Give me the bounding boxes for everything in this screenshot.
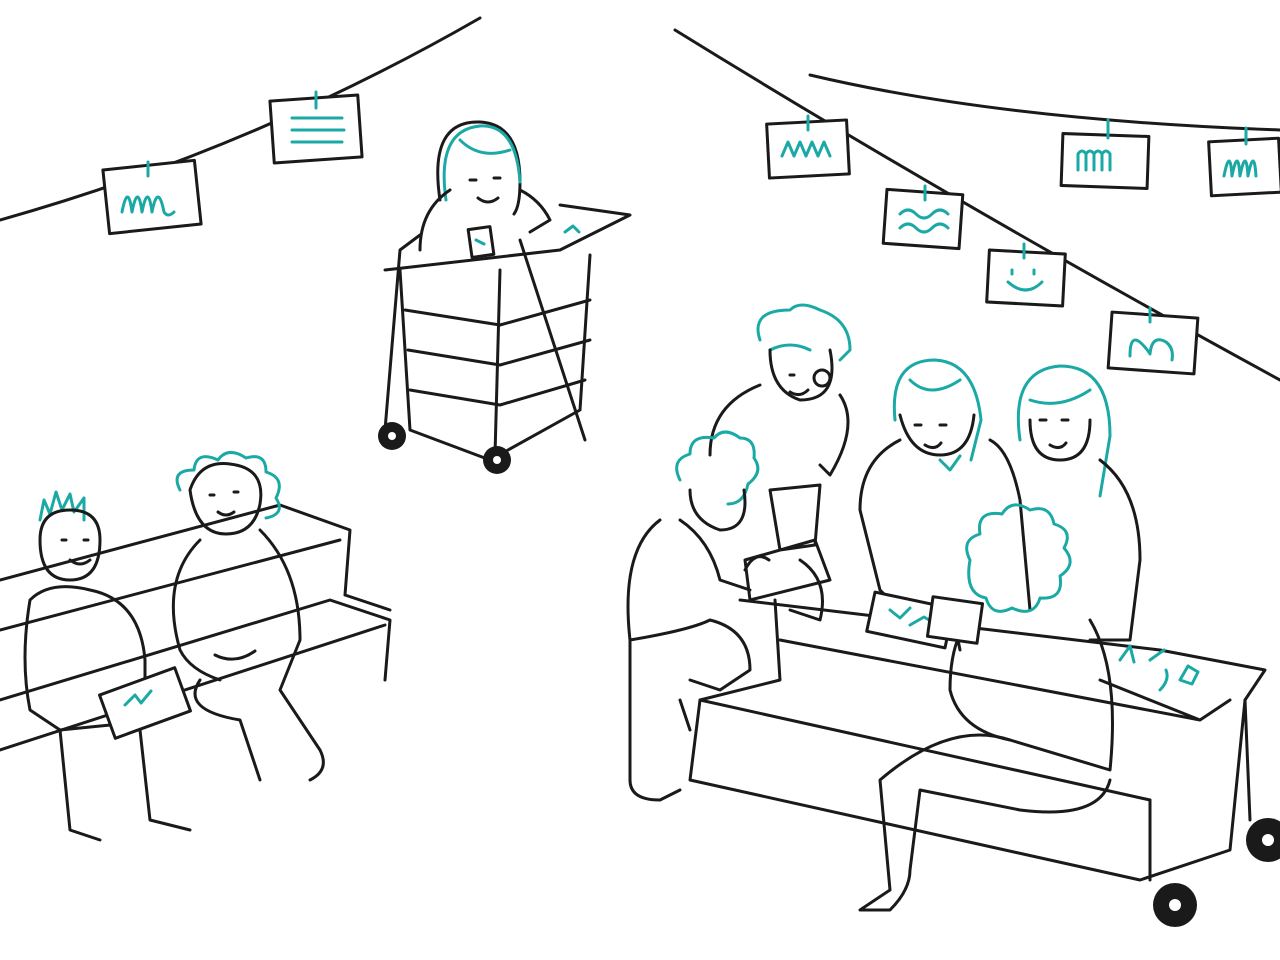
- cart-with-person: [378, 120, 632, 474]
- person-curly-kneeling: [626, 430, 760, 802]
- hanging-card: [765, 114, 851, 180]
- bunting-right: [673, 28, 1280, 382]
- hanging-card: [268, 90, 364, 165]
- hanging-card: [1059, 118, 1151, 190]
- person-sitting-left: [23, 490, 192, 842]
- hanging-card: [881, 184, 965, 251]
- bench-right: [688, 598, 1280, 927]
- bunting-left: [0, 16, 482, 236]
- hanging-card: [1207, 126, 1280, 198]
- hanging-card: [1106, 306, 1200, 376]
- hanging-card: [985, 242, 1067, 308]
- person-sitting-curly: [171, 451, 325, 782]
- person-front-sitting: [858, 503, 1114, 912]
- hanging-card: [101, 158, 203, 236]
- person-glasses: [708, 303, 852, 477]
- person-right-long-hair: [1016, 364, 1142, 642]
- typewriter: [743, 483, 832, 622]
- bench-left: [0, 503, 392, 752]
